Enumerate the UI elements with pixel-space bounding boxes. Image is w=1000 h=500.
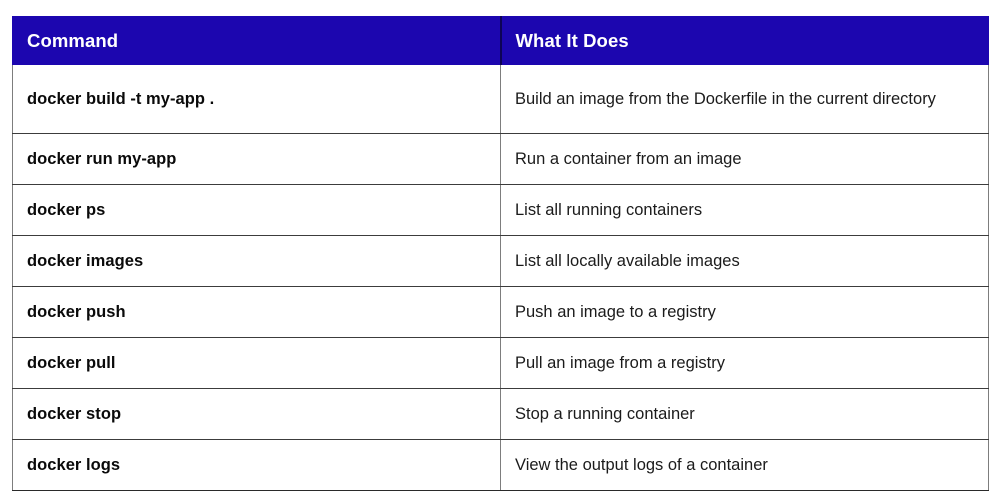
table-row: docker build -t my-app . Build an image … [12,64,989,134]
cell-description: View the output logs of a container [500,439,989,491]
cell-description: List all running containers [500,184,989,236]
docker-commands-table-wrapper: Command What It Does docker build -t my-… [12,16,989,491]
cell-command: docker build -t my-app . [12,64,501,134]
header-row: Command What It Does [12,16,989,65]
cell-description: List all locally available images [500,235,989,287]
table-header: Command What It Does [12,16,989,65]
table-row: docker ps List all running containers [12,184,989,236]
cell-command: docker images [12,235,501,287]
cell-description: Stop a running container [500,388,989,440]
cell-command: docker ps [12,184,501,236]
table-row: docker images List all locally available… [12,235,989,287]
table-row: docker stop Stop a running container [12,388,989,440]
table-row: docker logs View the output logs of a co… [12,439,989,491]
cell-command: docker stop [12,388,501,440]
docker-commands-table: Command What It Does docker build -t my-… [12,16,989,491]
column-header-command: Command [12,16,502,65]
table-row: docker pull Pull an image from a registr… [12,337,989,389]
cell-command: docker push [12,286,501,338]
cell-description: Pull an image from a registry [500,337,989,389]
cell-command: docker pull [12,337,501,389]
cell-description: Run a container from an image [500,133,989,185]
table-row: docker push Push an image to a registry [12,286,989,338]
column-header-what-it-does: What It Does [500,16,989,65]
table-row: docker run my-app Run a container from a… [12,133,989,185]
cell-command: docker run my-app [12,133,501,185]
cell-description: Build an image from the Dockerfile in th… [500,64,989,134]
table-body: docker build -t my-app . Build an image … [12,64,989,491]
cell-description: Push an image to a registry [500,286,989,338]
cell-command: docker logs [12,439,501,491]
